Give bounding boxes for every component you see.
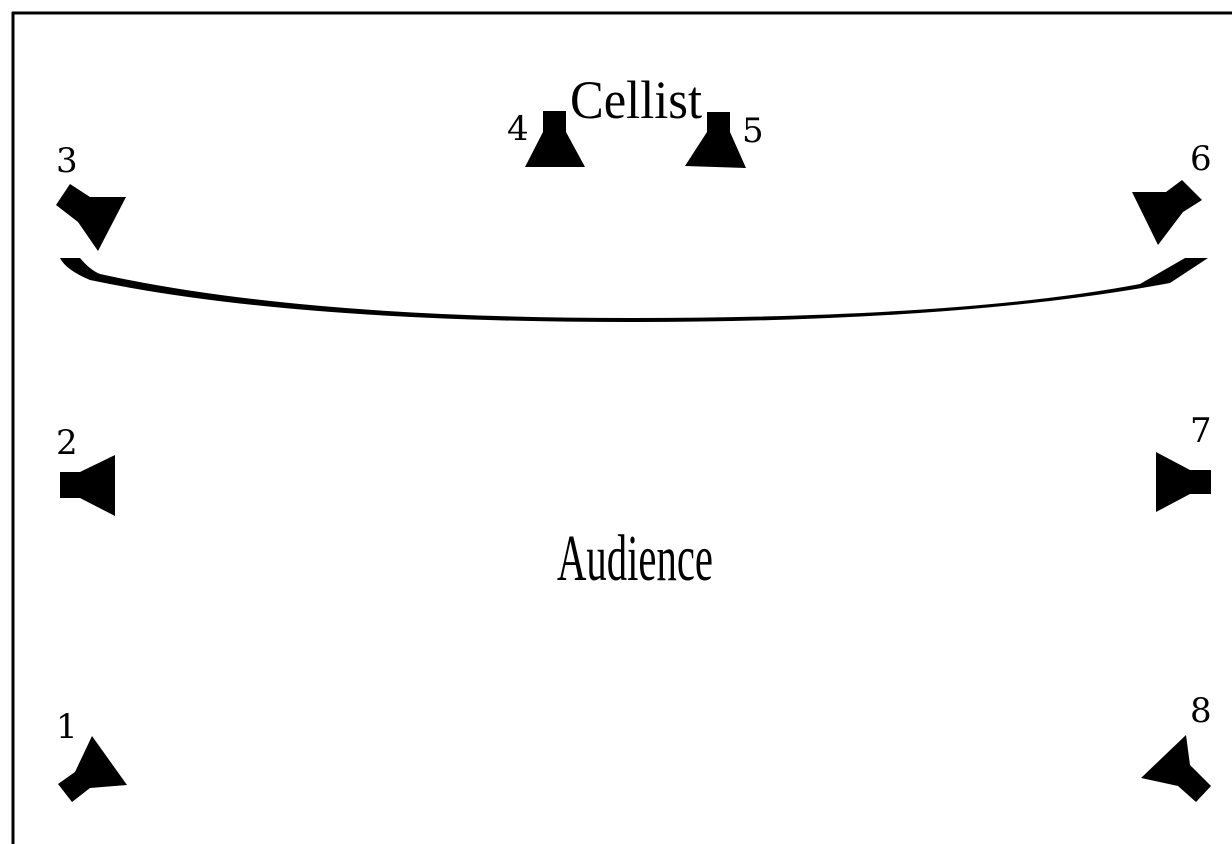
speaker-3-label: 3 [56, 141, 78, 181]
speaker-6: 6 [1132, 139, 1212, 245]
speaker-icon [58, 736, 127, 802]
speaker-3: 3 [56, 141, 126, 251]
speaker-icon [525, 111, 585, 167]
speaker-icon [1132, 180, 1202, 245]
speaker-icon [1156, 452, 1211, 512]
speaker-4-label: 4 [507, 109, 529, 149]
speaker-icon [1141, 735, 1211, 802]
stage-edge-curve [60, 258, 1208, 322]
speaker-icon [60, 455, 115, 516]
speaker-1: 1 [56, 707, 127, 802]
speaker-8: 8 [1141, 691, 1212, 802]
speaker-icon [56, 184, 126, 251]
speaker-5-label: 5 [742, 111, 764, 151]
audience-label: Audience [557, 522, 713, 595]
performer-label: Cellist [570, 70, 702, 130]
speaker-4: 4 [507, 109, 585, 167]
speaker-1-label: 1 [56, 707, 78, 747]
speaker-2: 2 [56, 423, 115, 516]
speaker-icon [685, 112, 746, 168]
speaker-8-label: 8 [1190, 691, 1212, 731]
speaker-7: 7 [1156, 411, 1212, 512]
speaker-2-label: 2 [56, 423, 78, 463]
speaker-7-label: 7 [1190, 411, 1212, 451]
speaker-6-label: 6 [1190, 139, 1212, 179]
speaker-5: 5 [685, 111, 764, 168]
